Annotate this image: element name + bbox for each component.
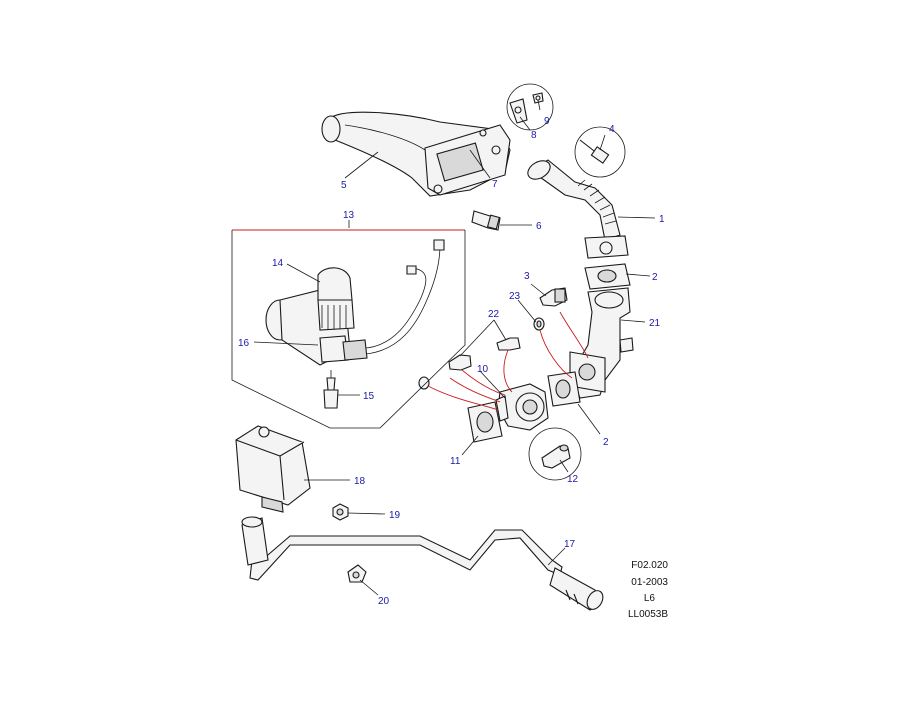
sensor-pipe-part bbox=[241, 516, 604, 611]
bolt-3-part bbox=[539, 287, 568, 307]
callout-7: 7 bbox=[492, 179, 498, 190]
callout-17: 17 bbox=[564, 539, 576, 550]
callout-10: 10 bbox=[477, 364, 489, 375]
callout-2-lower: 2 bbox=[603, 437, 609, 448]
reference-date: 01-2003 bbox=[631, 577, 668, 588]
callout-21: 21 bbox=[649, 318, 661, 329]
callout-20: 20 bbox=[378, 596, 390, 607]
reference-figure-code: F02.020 bbox=[631, 560, 668, 571]
callout-12: 12 bbox=[567, 474, 579, 485]
leader-lines bbox=[253, 99, 656, 596]
callout-2-upper: 2 bbox=[652, 272, 658, 283]
callout-6: 6 bbox=[536, 221, 542, 232]
callout-14: 14 bbox=[272, 258, 284, 269]
assembly-path-lines bbox=[427, 311, 589, 411]
callout-9: 9 bbox=[544, 116, 550, 127]
callout-23: 23 bbox=[509, 291, 521, 302]
bolt-12-detail-circle bbox=[528, 427, 582, 481]
bolt-detail-circle bbox=[574, 126, 626, 178]
callout-18: 18 bbox=[354, 476, 366, 487]
reference-block: F02.020 01-2003 L6 LL0053B bbox=[628, 560, 668, 620]
reference-drawing-number: LL0053B bbox=[628, 609, 668, 620]
callout-labels: 1 2 2 3 4 5 6 7 8 9 10 11 12 13 14 15 16… bbox=[238, 116, 665, 607]
callout-4: 4 bbox=[609, 124, 615, 135]
callout-19: 19 bbox=[389, 510, 401, 521]
control-module-part bbox=[235, 425, 311, 513]
bracket-part bbox=[509, 92, 544, 124]
manifold-pipe-part bbox=[321, 111, 511, 197]
clip-20-part bbox=[347, 564, 367, 583]
callout-5: 5 bbox=[341, 180, 347, 191]
callout-16: 16 bbox=[238, 338, 250, 349]
bolt-12-part bbox=[541, 444, 571, 469]
vacuum-fitting-part bbox=[323, 370, 339, 409]
egr-adapter-pipe-part bbox=[569, 287, 634, 399]
bolts-22-part bbox=[418, 337, 521, 390]
callout-8: 8 bbox=[531, 130, 537, 141]
egr-valve-part bbox=[495, 383, 549, 431]
callout-3: 3 bbox=[524, 271, 530, 282]
callout-11: 11 bbox=[450, 456, 461, 467]
gasket-upper-part bbox=[584, 263, 631, 290]
callout-1: 1 bbox=[659, 214, 665, 225]
callout-22: 22 bbox=[488, 309, 500, 320]
kit-frame-outline bbox=[231, 230, 466, 429]
callout-13: 13 bbox=[343, 210, 355, 221]
nut-19-part bbox=[332, 503, 349, 521]
egr-modulator-part bbox=[265, 239, 445, 366]
gasket-lower-part bbox=[547, 371, 581, 407]
gasket-11-part bbox=[467, 401, 503, 443]
bolt-6-part bbox=[471, 210, 501, 231]
egr-flex-pipe-part bbox=[527, 159, 629, 259]
callout-15: 15 bbox=[363, 391, 375, 402]
washer-23-part bbox=[533, 317, 545, 331]
bolt-4-part bbox=[579, 139, 610, 164]
reference-model: L6 bbox=[644, 593, 656, 604]
